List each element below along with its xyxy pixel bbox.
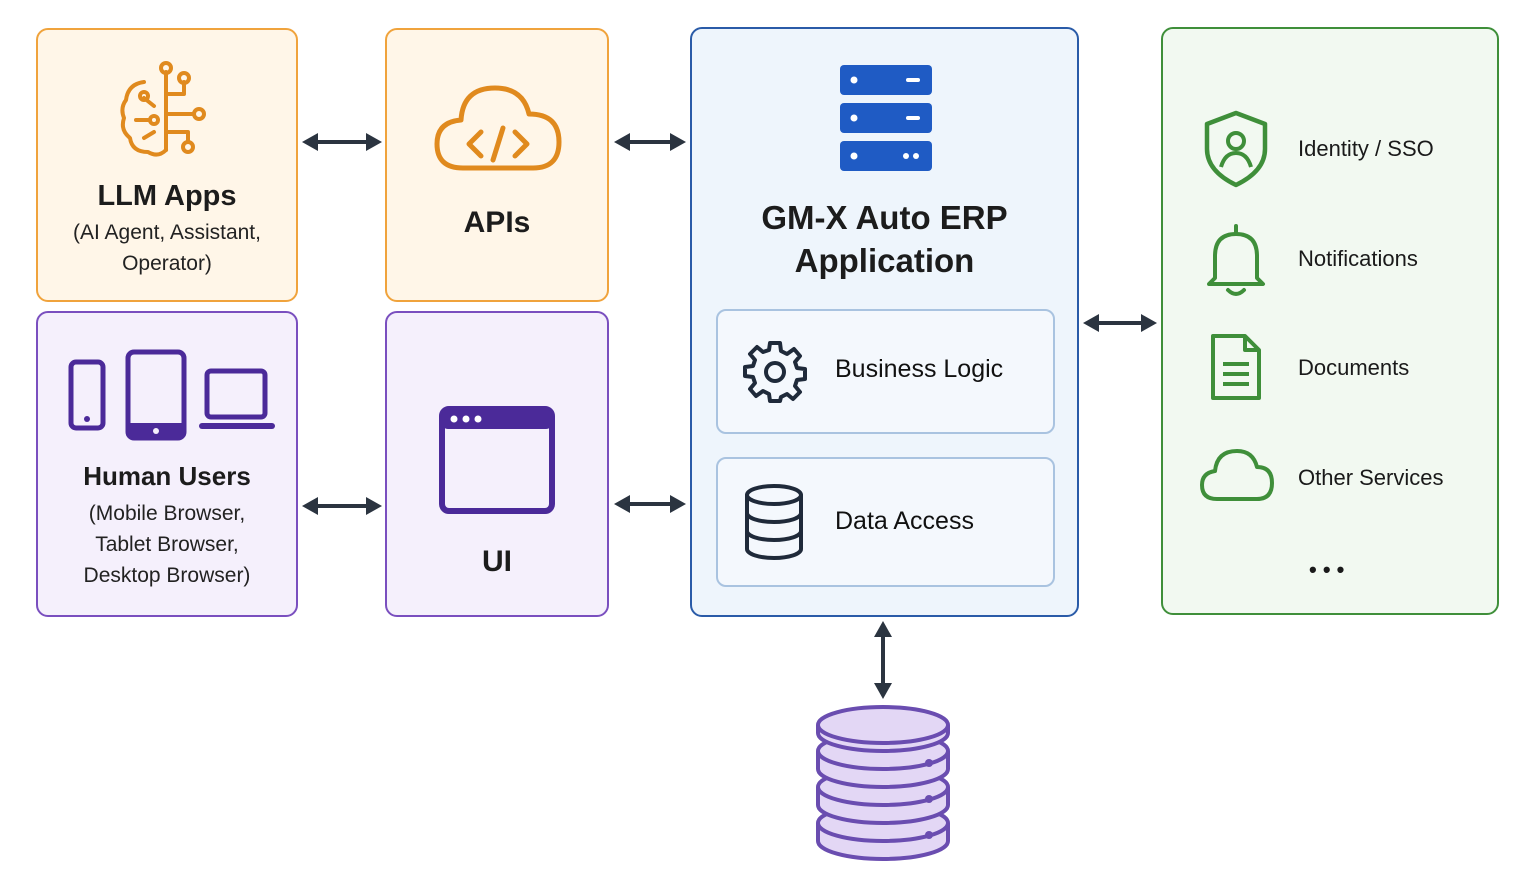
data-access-label: Data Access: [835, 507, 974, 535]
external-services-box: Identity / SSO Notifications Documents O…: [1161, 27, 1499, 615]
database-icon: [745, 484, 803, 560]
business-logic-layer: Business Logic: [716, 309, 1055, 434]
phone-icon: [68, 359, 106, 431]
bell-icon: [1207, 224, 1265, 296]
data-access-layer: Data Access: [716, 457, 1055, 587]
ui-title: UI: [482, 545, 512, 578]
arrow-ui-erp: [614, 495, 686, 513]
llm-apps-title: LLM Apps: [97, 180, 237, 212]
arrow-humans-ui: [302, 497, 382, 515]
llm-apps-subtitle-line-1: (AI Agent, Assistant,: [73, 221, 261, 244]
server-stack-icon: [840, 65, 932, 171]
document-icon: [1211, 334, 1261, 400]
human-users-title: Human Users: [83, 461, 251, 491]
tablet-icon: [125, 349, 187, 441]
arrow-erp-external: [1083, 314, 1157, 332]
erp-title-line-1: GM-X Auto ERP: [761, 199, 1008, 236]
llm-apps-subtitle-line-2: Operator): [122, 252, 212, 275]
human-users-box: Human Users (Mobile Browser, Tablet Brow…: [36, 311, 298, 617]
identity-sso-label: Identity / SSO: [1298, 136, 1434, 161]
human-users-subtitle-line-3: Desktop Browser): [83, 564, 251, 587]
human-users-subtitle-line-1: (Mobile Browser,: [88, 502, 246, 525]
ui-box: UI: [385, 311, 609, 617]
arrow-apis-erp: [614, 133, 686, 151]
erp-title-line-2: Application: [794, 242, 975, 279]
apis-box: APIs: [385, 28, 609, 302]
apis-title: APIs: [463, 206, 531, 239]
database-storage-icon: [816, 705, 950, 861]
browser-window-icon: [439, 406, 555, 514]
laptop-icon: [199, 368, 275, 429]
gear-icon: [743, 341, 807, 403]
human-users-subtitle-line-2: Tablet Browser,: [95, 533, 239, 556]
llm-apps-box: LLM Apps (AI Agent, Assistant, Operator): [36, 28, 298, 302]
arrow-erp-database: [874, 621, 892, 699]
notifications-label: Notifications: [1298, 246, 1418, 271]
arrow-llm-apis: [302, 133, 382, 151]
ai-brain-circuit-icon: [120, 61, 206, 157]
erp-application-box: GM-X Auto ERP Application Business Logic…: [690, 27, 1079, 617]
more-services-ellipsis: • • •: [1309, 557, 1345, 582]
other-services-label: Other Services: [1298, 465, 1444, 490]
cloud-icon: [1200, 449, 1274, 501]
cloud-code-icon: [434, 85, 562, 171]
business-logic-label: Business Logic: [835, 355, 1004, 383]
documents-label: Documents: [1298, 355, 1410, 380]
shield-user-icon: [1204, 110, 1268, 188]
